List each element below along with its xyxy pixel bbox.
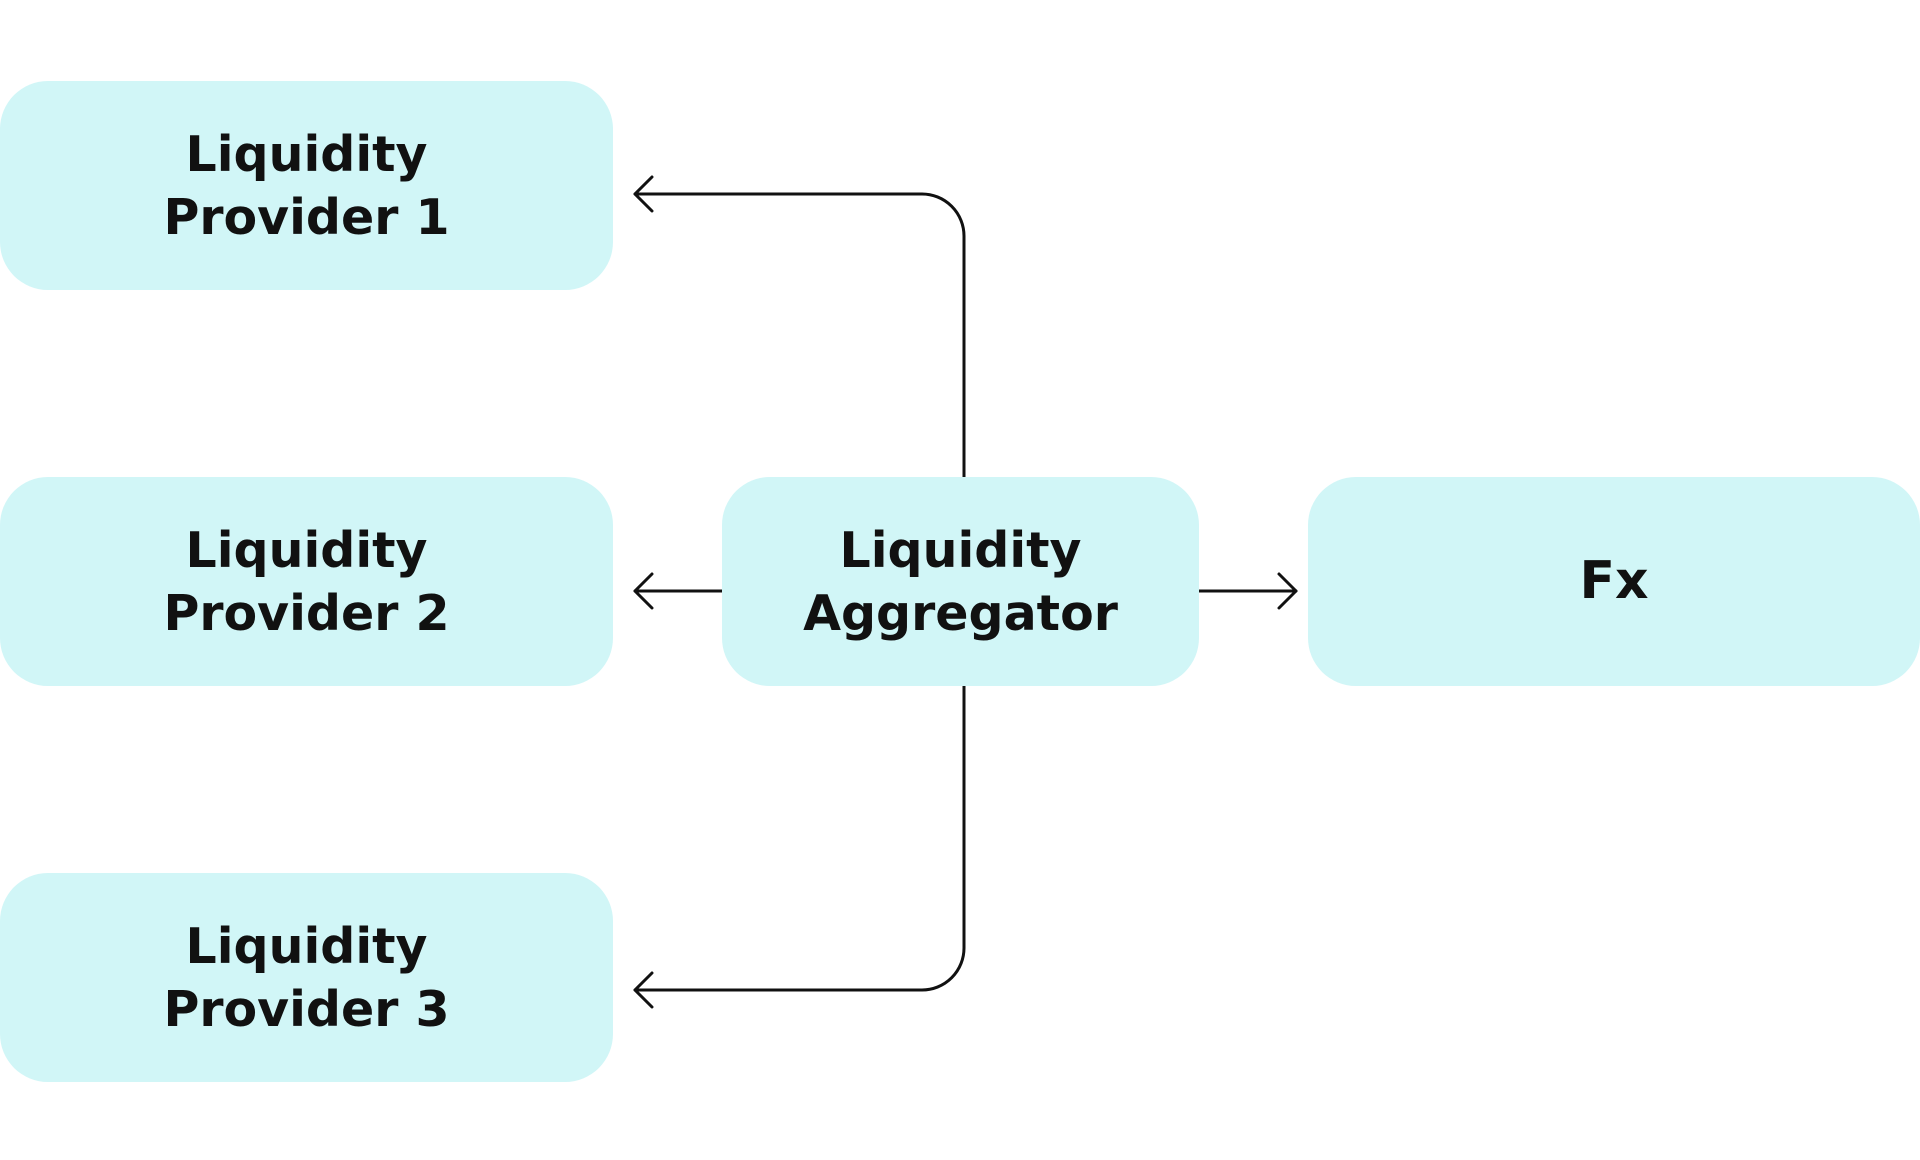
node-label-line: Fx — [1579, 551, 1649, 611]
node-label-line: Liquidity — [185, 125, 428, 183]
arrowhead-lp1 — [633, 175, 654, 213]
node-label-line: Aggregator — [803, 584, 1118, 642]
node-label-line: Liquidity — [839, 521, 1082, 579]
edge-aggregator-to-lp3 — [633, 684, 966, 992]
node-label-line: Liquidity — [185, 521, 428, 579]
node-label-line: Provider 1 — [163, 188, 450, 246]
node-label-line: Provider 3 — [163, 980, 450, 1038]
liquidity-provider-2-node: Liquidity Provider 2 — [0, 477, 613, 686]
arrowhead-lp3 — [633, 971, 654, 1009]
liquidity-provider-1-node: Liquidity Provider 1 — [0, 81, 613, 290]
node-label-line: Provider 2 — [163, 584, 450, 642]
arrowhead-fx — [1277, 572, 1298, 610]
fx-node: Fx — [1308, 477, 1920, 686]
arrowhead-lp2 — [633, 572, 654, 610]
liquidity-aggregator-node: Liquidity Aggregator — [722, 477, 1199, 686]
edge-aggregator-to-lp1 — [633, 192, 966, 479]
node-label-line: Liquidity — [185, 917, 428, 975]
liquidity-provider-3-node: Liquidity Provider 3 — [0, 873, 613, 1082]
